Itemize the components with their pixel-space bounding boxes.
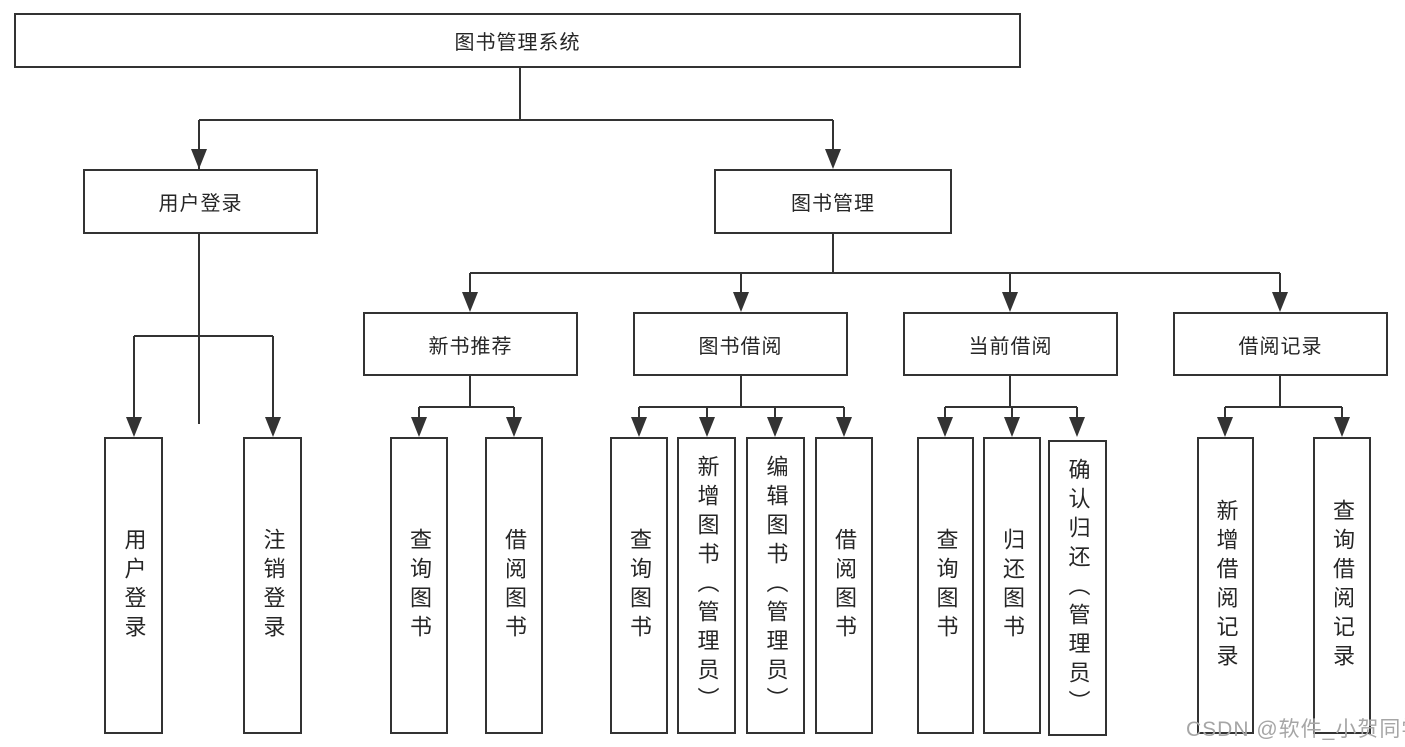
node-user-login-label: 用户登录: [158, 193, 243, 215]
node-book-borrow: 图书借阅: [633, 312, 848, 376]
leaf-query-books-borrow: 查询图书: [610, 437, 668, 734]
node-book-management: 图书管理: [714, 169, 952, 234]
leaf-borrow-books: 借阅图书: [815, 437, 873, 734]
leaf-user-login-label: 用户登录: [121, 527, 147, 644]
node-new-book-recommend-label: 新书推荐: [428, 335, 513, 358]
leaf-logout: 注销登录: [243, 437, 302, 734]
node-book-management-label: 图书管理: [791, 193, 875, 215]
leaf-edit-book-admin-label: 编辑图书（管理员）: [763, 455, 789, 716]
leaf-query-books-recommend-label: 查询图书: [407, 527, 432, 644]
leaf-confirm-return-admin-label: 确认归还（管理员）: [1065, 457, 1091, 719]
leaf-query-books-current: 查询图书: [917, 437, 974, 734]
leaf-add-borrow-record: 新增借阅记录: [1197, 437, 1254, 734]
watermark: CSDN @软件_小贺同学: [1186, 718, 1405, 741]
leaf-query-borrow-record: 查询借阅记录: [1313, 437, 1371, 734]
arrowheads: [126, 149, 1350, 437]
leaf-query-books-current-label: 查询图书: [933, 527, 959, 644]
leaf-confirm-return-admin: 确认归还（管理员）: [1048, 440, 1107, 736]
node-new-book-recommend: 新书推荐: [363, 312, 578, 376]
node-library-system: 图书管理系统: [14, 13, 1021, 68]
leaf-return-book-label: 归还图书: [1000, 527, 1025, 644]
leaf-borrow-books-recommend: 借阅图书: [485, 437, 543, 734]
leaf-add-borrow-record-label: 新增借阅记录: [1213, 498, 1239, 673]
node-current-borrow-label: 当前借阅: [968, 335, 1053, 358]
node-borrow-records-label: 借阅记录: [1238, 335, 1323, 358]
leaf-borrow-books-label: 借阅图书: [832, 527, 857, 644]
leaf-query-books-recommend: 查询图书: [390, 437, 448, 734]
node-current-borrow: 当前借阅: [903, 312, 1118, 376]
node-borrow-records: 借阅记录: [1173, 312, 1388, 376]
leaf-add-book-admin: 新增图书（管理员）: [677, 437, 736, 734]
leaf-borrow-books-recommend-label: 借阅图书: [502, 527, 527, 644]
leaf-edit-book-admin: 编辑图书（管理员）: [746, 437, 805, 734]
node-book-borrow-label: 图书借阅: [698, 335, 783, 358]
leaf-query-borrow-record-label: 查询借阅记录: [1330, 498, 1355, 673]
leaf-return-book: 归还图书: [983, 437, 1041, 734]
leaf-user-login: 用户登录: [104, 437, 163, 734]
leaf-logout-label: 注销登录: [260, 527, 286, 644]
leaf-query-books-borrow-label: 查询图书: [627, 527, 652, 644]
leaf-add-book-admin-label: 新增图书（管理员）: [694, 455, 720, 716]
node-user-login: 用户登录: [83, 169, 318, 234]
node-library-system-label: 图书管理系统: [454, 32, 581, 54]
